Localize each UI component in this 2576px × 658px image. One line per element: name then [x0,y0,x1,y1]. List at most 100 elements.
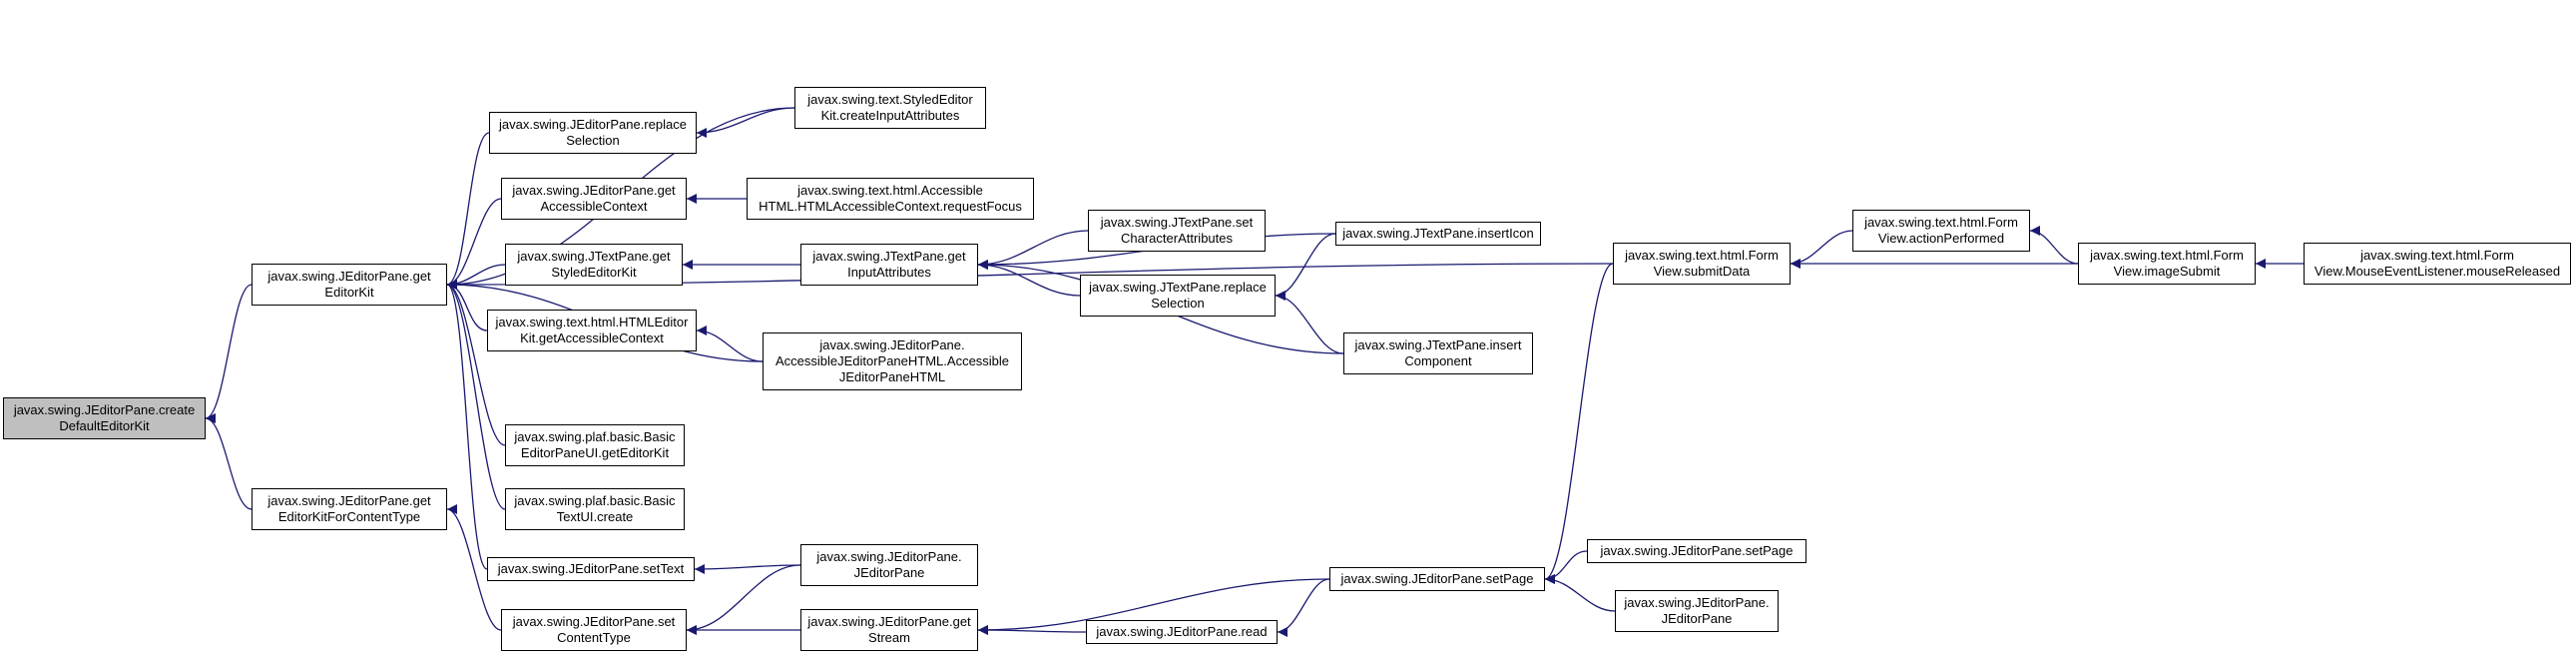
node-label-line: HTML.HTMLAccessibleContext.requestFocus [759,199,1022,214]
call-edge [977,578,1330,635]
node-jeditorpane-create-default-editor-kit: javax.swing.JEditorPane.create DefaultEd… [3,397,206,439]
node-label-line: JEditorPane [1661,611,1733,626]
node-jtextpane-insert-component[interactable]: javax.swing.JTextPane.insert Component [1343,332,1533,374]
call-edge [1544,263,1614,584]
node-label-line: AccessibleJEditorPaneHTML.Accessible [774,353,1010,368]
node-label-line: View.imageSubmit [2113,264,2221,279]
node-jeditorpane-get-editor-kit-for-content-type[interactable]: javax.swing.JEditorPane.get EditorKitFor… [252,488,447,530]
node-label-line: javax.swing.text.StyledEditor [807,92,973,107]
node-label-line: javax.swing.plaf.basic.Basic [514,429,676,444]
call-edge [686,564,801,635]
call-edge [1544,574,1616,612]
node-styled-editor-kit-create-input-attributes[interactable]: javax.swing.text.StyledEditor Kit.create… [794,87,986,129]
node-basic-text-ui-create[interactable]: javax.swing.plaf.basic.Basic TextUI.crea… [505,488,685,530]
node-formview-image-submit[interactable]: javax.swing.text.html.Form View.imageSub… [2078,243,2256,285]
node-label-line: javax.swing.JEditorPane.read [1096,624,1268,639]
node-jeditorpane-set-text[interactable]: javax.swing.JEditorPane.setText [487,557,695,581]
node-label-line: javax.swing.JEditorPane.get [512,183,676,198]
node-label-line: javax.swing.JTextPane.get [812,249,966,264]
node-label-line: Stream [868,630,910,645]
node-label-line: javax.swing.JEditorPane.setText [497,561,685,576]
node-jeditorpane-replace-selection[interactable]: javax.swing.JEditorPane.replace Selectio… [489,112,697,154]
node-label-line: javax.swing.text.html.Accessible [797,183,983,198]
node-jeditorpane-get-editor-kit[interactable]: javax.swing.JEditorPane.get EditorKit [252,264,447,306]
node-label-line: DefaultEditorKit [59,418,150,433]
node-label-line: javax.swing.JEditorPane.get [267,493,431,508]
node-jeditorpane-constructor-a[interactable]: javax.swing.JEditorPane. JEditorPane [800,544,978,586]
node-label-line: javax.swing.JEditorPane. [816,549,962,564]
node-label-line: JEditorPane [853,565,925,580]
call-edge [694,563,801,574]
call-edge [446,280,506,446]
node-label-line: Selection [1151,296,1205,311]
node-label-line: Kit.getAccessibleContext [520,330,664,345]
call-edge [446,132,490,290]
node-jeditorpane-get-stream[interactable]: javax.swing.JEditorPane.get Stream [800,609,978,651]
call-edge [977,260,1081,297]
node-label-line: javax.swing.JEditorPane.get [267,269,431,284]
node-label-line: javax.swing.JEditorPane.setPage [1600,543,1794,558]
call-edge [696,326,764,362]
call-edge [446,280,488,570]
call-edge [1275,233,1336,301]
node-label-line: javax.swing.text.html.Form [1864,215,2018,230]
node-jtextpane-replace-selection[interactable]: javax.swing.JTextPane.replace Selection [1080,275,1276,317]
node-label-line: AccessibleContext [540,199,648,214]
node-jeditorpane-read[interactable]: javax.swing.JEditorPane.read [1086,620,1278,644]
node-label-line: TextUI.create [556,509,634,524]
node-jtextpane-insert-icon[interactable]: javax.swing.JTextPane.insertIcon [1335,222,1541,246]
node-label-line: StyledEditorKit [551,265,637,280]
call-edge [1275,291,1344,354]
node-jtextpane-set-character-attributes[interactable]: javax.swing.JTextPane.set CharacterAttri… [1088,210,1266,252]
node-jtextpane-get-styled-editor-kit[interactable]: javax.swing.JTextPane.get StyledEditorKi… [505,244,683,286]
call-edge [1544,550,1588,584]
call-edge [696,107,795,138]
node-label-line: View.submitData [1653,264,1751,279]
node-label-line: javax.swing.JTextPane.insertIcon [1342,226,1534,241]
node-label-line: javax.swing.text.html.Form [2360,248,2514,263]
node-jeditorpane-get-accessible-context[interactable]: javax.swing.JEditorPane.get AccessibleCo… [501,178,687,220]
node-jeditorpane-constructor-b[interactable]: javax.swing.JEditorPane. JEditorPane [1615,590,1779,632]
call-edge [2029,226,2079,265]
node-jeditorpane-set-page[interactable]: javax.swing.JEditorPane.setPage [1329,567,1545,591]
node-label-line: javax.swing.JEditorPane.set [512,614,676,629]
node-label-line: javax.swing.JTextPane.insert [1354,337,1522,352]
node-basic-editor-pane-ui-get-editor-kit[interactable]: javax.swing.plaf.basic.Basic EditorPaneU… [505,424,685,466]
call-edge [205,413,253,510]
call-edge [446,280,506,510]
node-label-line: javax.swing.JTextPane.set [1100,215,1254,230]
node-jeditorpane-set-page-overload[interactable]: javax.swing.JEditorPane.setPage [1587,539,1806,563]
node-label-line: javax.swing.text.html.HTMLEditor [495,315,689,329]
node-formview-submit-data[interactable]: javax.swing.text.html.Form View.submitDa… [1613,243,1791,285]
node-label-line: javax.swing.JEditorPane. [819,337,965,352]
node-label-line: View.MouseEventListener.mouseReleased [2314,264,2561,279]
call-edge [1277,578,1330,637]
node-jeditorpane-set-content-type[interactable]: javax.swing.JEditorPane.set ContentType [501,609,687,651]
node-label-line: javax.swing.text.html.Form [2090,248,2244,263]
node-label-line: javax.swing.JEditorPane. [1624,595,1770,610]
node-label-line: InputAttributes [847,265,931,280]
node-label-line: JEditorPaneHTML [838,369,946,384]
node-htmleditorkit-get-accessible-context[interactable]: javax.swing.text.html.HTMLEditor Kit.get… [487,310,697,351]
node-label-line: Kit.createInputAttributes [820,108,960,123]
node-formview-mouse-released[interactable]: javax.swing.text.html.Form View.MouseEve… [2304,243,2571,285]
node-label-line: javax.swing.JEditorPane.setPage [1340,571,1534,586]
node-label-line: javax.swing.JEditorPane.get [807,614,971,629]
call-edge [446,504,502,631]
node-label-line: EditorPaneUI.getEditorKit [520,445,670,460]
call-edge [977,230,1089,270]
node-label-line: javax.swing.JTextPane.get [517,249,671,264]
node-label-line: View.actionPerformed [1877,231,2005,246]
node-label-line: Component [1404,353,1472,368]
node-jtextpane-get-input-attributes[interactable]: javax.swing.JTextPane.get InputAttribute… [800,244,978,286]
node-accessible-jeditorpane-html[interactable]: javax.swing.JEditorPane. AccessibleJEdit… [763,332,1022,390]
node-label-line: EditorKit [324,285,374,300]
node-label-line: Selection [566,133,620,148]
node-formview-action-performed[interactable]: javax.swing.text.html.Form View.actionPe… [1852,210,2030,252]
node-html-accessible-context-request-focus[interactable]: javax.swing.text.html.Accessible HTML.HT… [747,178,1034,220]
node-label-line: javax.swing.text.html.Form [1625,248,1779,263]
node-label-line: javax.swing.JEditorPane.create [13,402,196,417]
node-label-line: ContentType [557,630,631,645]
call-edge [205,284,253,423]
